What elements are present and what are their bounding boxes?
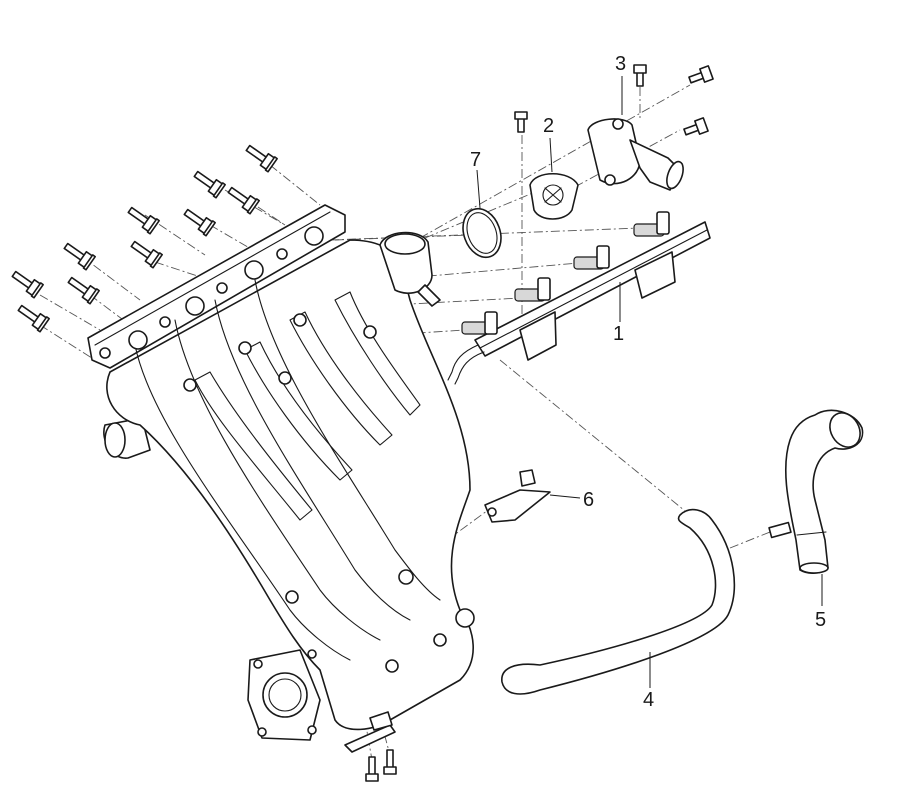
injector-icon xyxy=(461,311,498,335)
bolt-icon xyxy=(130,240,163,269)
thermostat xyxy=(529,173,579,220)
coolant-hose xyxy=(501,508,736,695)
callout-7: 7 xyxy=(470,149,481,171)
bolt-icon xyxy=(127,206,160,235)
callout-4: 4 xyxy=(643,689,654,711)
thermostat-cover xyxy=(587,118,684,191)
callout-leaders xyxy=(476,76,823,688)
bolt-icon xyxy=(245,144,278,173)
bolt-icon xyxy=(63,242,96,271)
bolt-icon xyxy=(67,276,100,305)
bolt-icon xyxy=(11,270,44,299)
o-ring-seal xyxy=(462,207,502,259)
manifold-bolts xyxy=(11,144,278,333)
bolt-icon xyxy=(688,65,714,84)
bolt-icon xyxy=(17,304,50,333)
bracket-bolts xyxy=(365,749,397,782)
bolt-icon xyxy=(365,756,379,782)
callout-2: 2 xyxy=(543,115,554,137)
fuel-rail-with-injectors xyxy=(447,211,711,385)
outlet-pipe xyxy=(768,409,864,574)
bolt-icon xyxy=(193,170,226,199)
injector-icon xyxy=(514,277,551,302)
callout-1: 1 xyxy=(613,323,624,345)
intake-manifold xyxy=(87,204,475,753)
bolt-icon xyxy=(514,111,528,133)
bolt-icon xyxy=(183,208,216,237)
callout-5: 5 xyxy=(815,609,826,631)
injector-icon xyxy=(573,245,610,270)
bolt-icon xyxy=(633,64,647,87)
bolt-icon xyxy=(383,749,397,775)
bolt-icon xyxy=(227,186,260,215)
injector-icon xyxy=(633,211,670,237)
callout-6: 6 xyxy=(583,489,594,511)
bolt-icon xyxy=(683,117,709,136)
bracket-clip xyxy=(484,469,551,523)
callout-3: 3 xyxy=(615,53,626,75)
